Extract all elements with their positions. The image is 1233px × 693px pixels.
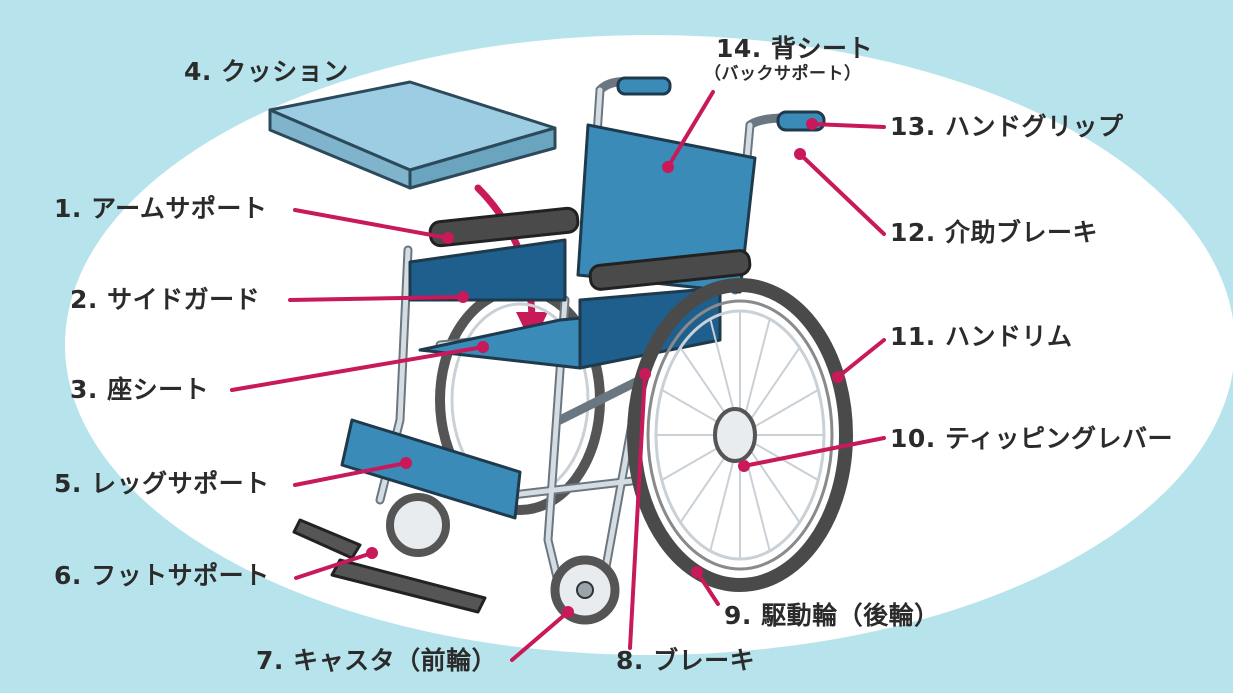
label-caster: 7. キャスタ（前輪）: [256, 646, 498, 675]
cushion-illustration: [268, 80, 557, 190]
label-back-sheet: 14. 背シート: [716, 34, 873, 63]
front-caster-illustration: [550, 555, 620, 625]
leg-support-illustration: [340, 418, 522, 520]
label-leg-support: 5. レッグサポート: [54, 469, 270, 498]
label-side-guard: 2. サイドガード: [70, 285, 261, 314]
label-brake: 8. ブレーキ: [616, 646, 756, 675]
label-hand-grip: 13. ハンドグリップ: [890, 112, 1124, 141]
left-grip-illustration: [616, 76, 672, 96]
leader-dots: [366, 118, 844, 618]
side-guard-illustration: [408, 238, 567, 302]
leader-lines: [230, 90, 886, 662]
label-back-sheet-sub: （バックサポート）: [704, 64, 862, 84]
drive-wheel-illustration: [627, 278, 853, 592]
label-foot-support: 6. フットサポート: [54, 561, 270, 590]
label-hand-rim: 11. ハンドリム: [890, 322, 1073, 351]
label-assist-brake: 12. 介助ブレーキ: [890, 218, 1098, 247]
small-caster-illustration: [386, 493, 450, 557]
label-armrest: 1. アームサポート: [54, 194, 268, 223]
right-armrest-illustration: [588, 249, 752, 291]
foot-support-right-illustration: [330, 558, 487, 614]
label-drive-wheel: 9. 駆動輪（後輪）: [724, 601, 940, 630]
label-cushion: 4. クッション: [184, 57, 349, 86]
label-seat-sheet: 3. 座シート: [70, 375, 210, 404]
label-tipping-lever: 10. ティッピングレバー: [890, 424, 1173, 453]
